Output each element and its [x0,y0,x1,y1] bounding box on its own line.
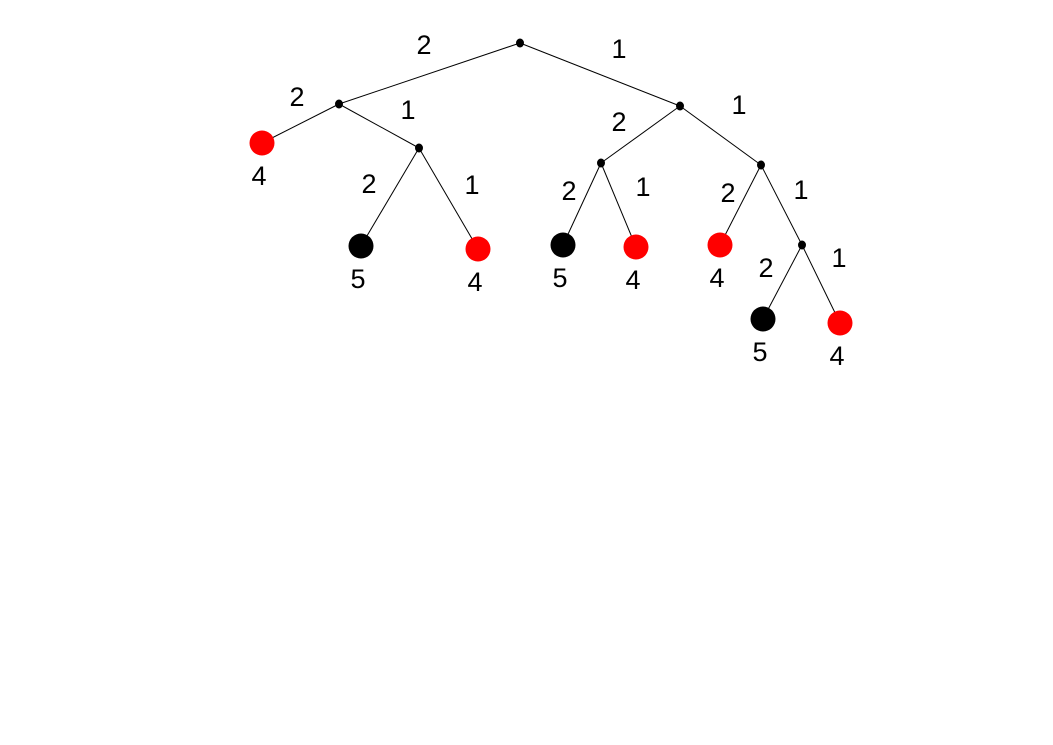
edge-label: 1 [831,243,846,273]
edge-label: 1 [400,95,415,125]
leaf-node-red [623,234,649,260]
leaf-label: 4 [829,341,844,371]
edge-label: 2 [758,253,773,283]
tree-edge [562,162,602,246]
leaf-node-black [750,306,776,332]
leaf-node-red [707,232,733,258]
tree-edge [519,42,681,107]
leaf-label: 4 [625,265,640,295]
tree-edge [338,42,521,105]
leaf-node-black [348,233,374,259]
edge-label: 2 [361,169,376,199]
labels-layer: 2 1 2 1 2 1 2 1 2 1 2 1 2 1 4 5 4 5 4 4 5 4 [251,30,846,371]
tree-edge [600,162,637,248]
internal-node [676,101,684,111]
internal-node [597,158,605,168]
leaf-node-red [249,130,275,156]
edge-label: 2 [720,178,735,208]
nodes-layer [249,38,853,336]
leaf-label: 4 [709,263,724,293]
internal-node [516,38,524,48]
edges-layer [261,42,841,324]
edge-label: 2 [561,176,576,206]
tree-edge [261,103,340,144]
leaf-node-red [465,236,491,262]
tree-edge [360,147,420,247]
edge-label: 1 [635,172,650,202]
edge-label: 1 [464,170,479,200]
tree-edge [418,147,479,250]
internal-node [335,99,343,109]
leaf-label: 4 [251,161,266,191]
tree-edge [338,103,420,149]
tree-edge [762,244,803,320]
leaf-label: 4 [467,267,482,297]
edge-label: 2 [611,107,626,137]
leaf-node-red [827,310,853,336]
leaf-label: 5 [350,264,365,294]
leaf-label: 5 [752,337,767,367]
edge-label: 1 [611,34,626,64]
leaf-node-black [550,232,576,258]
edge-label: 2 [289,82,304,112]
edge-label: 1 [793,175,808,205]
tree-edge [600,105,681,164]
tree-edge [679,105,762,166]
internal-node [415,143,423,153]
tree-edge [801,244,841,324]
tree-edge [719,164,762,246]
tree-edge [760,164,803,246]
edge-label: 1 [731,90,746,120]
internal-node [757,160,765,170]
leaf-label: 5 [552,263,567,293]
edge-label: 2 [416,30,431,60]
internal-node [798,240,806,250]
